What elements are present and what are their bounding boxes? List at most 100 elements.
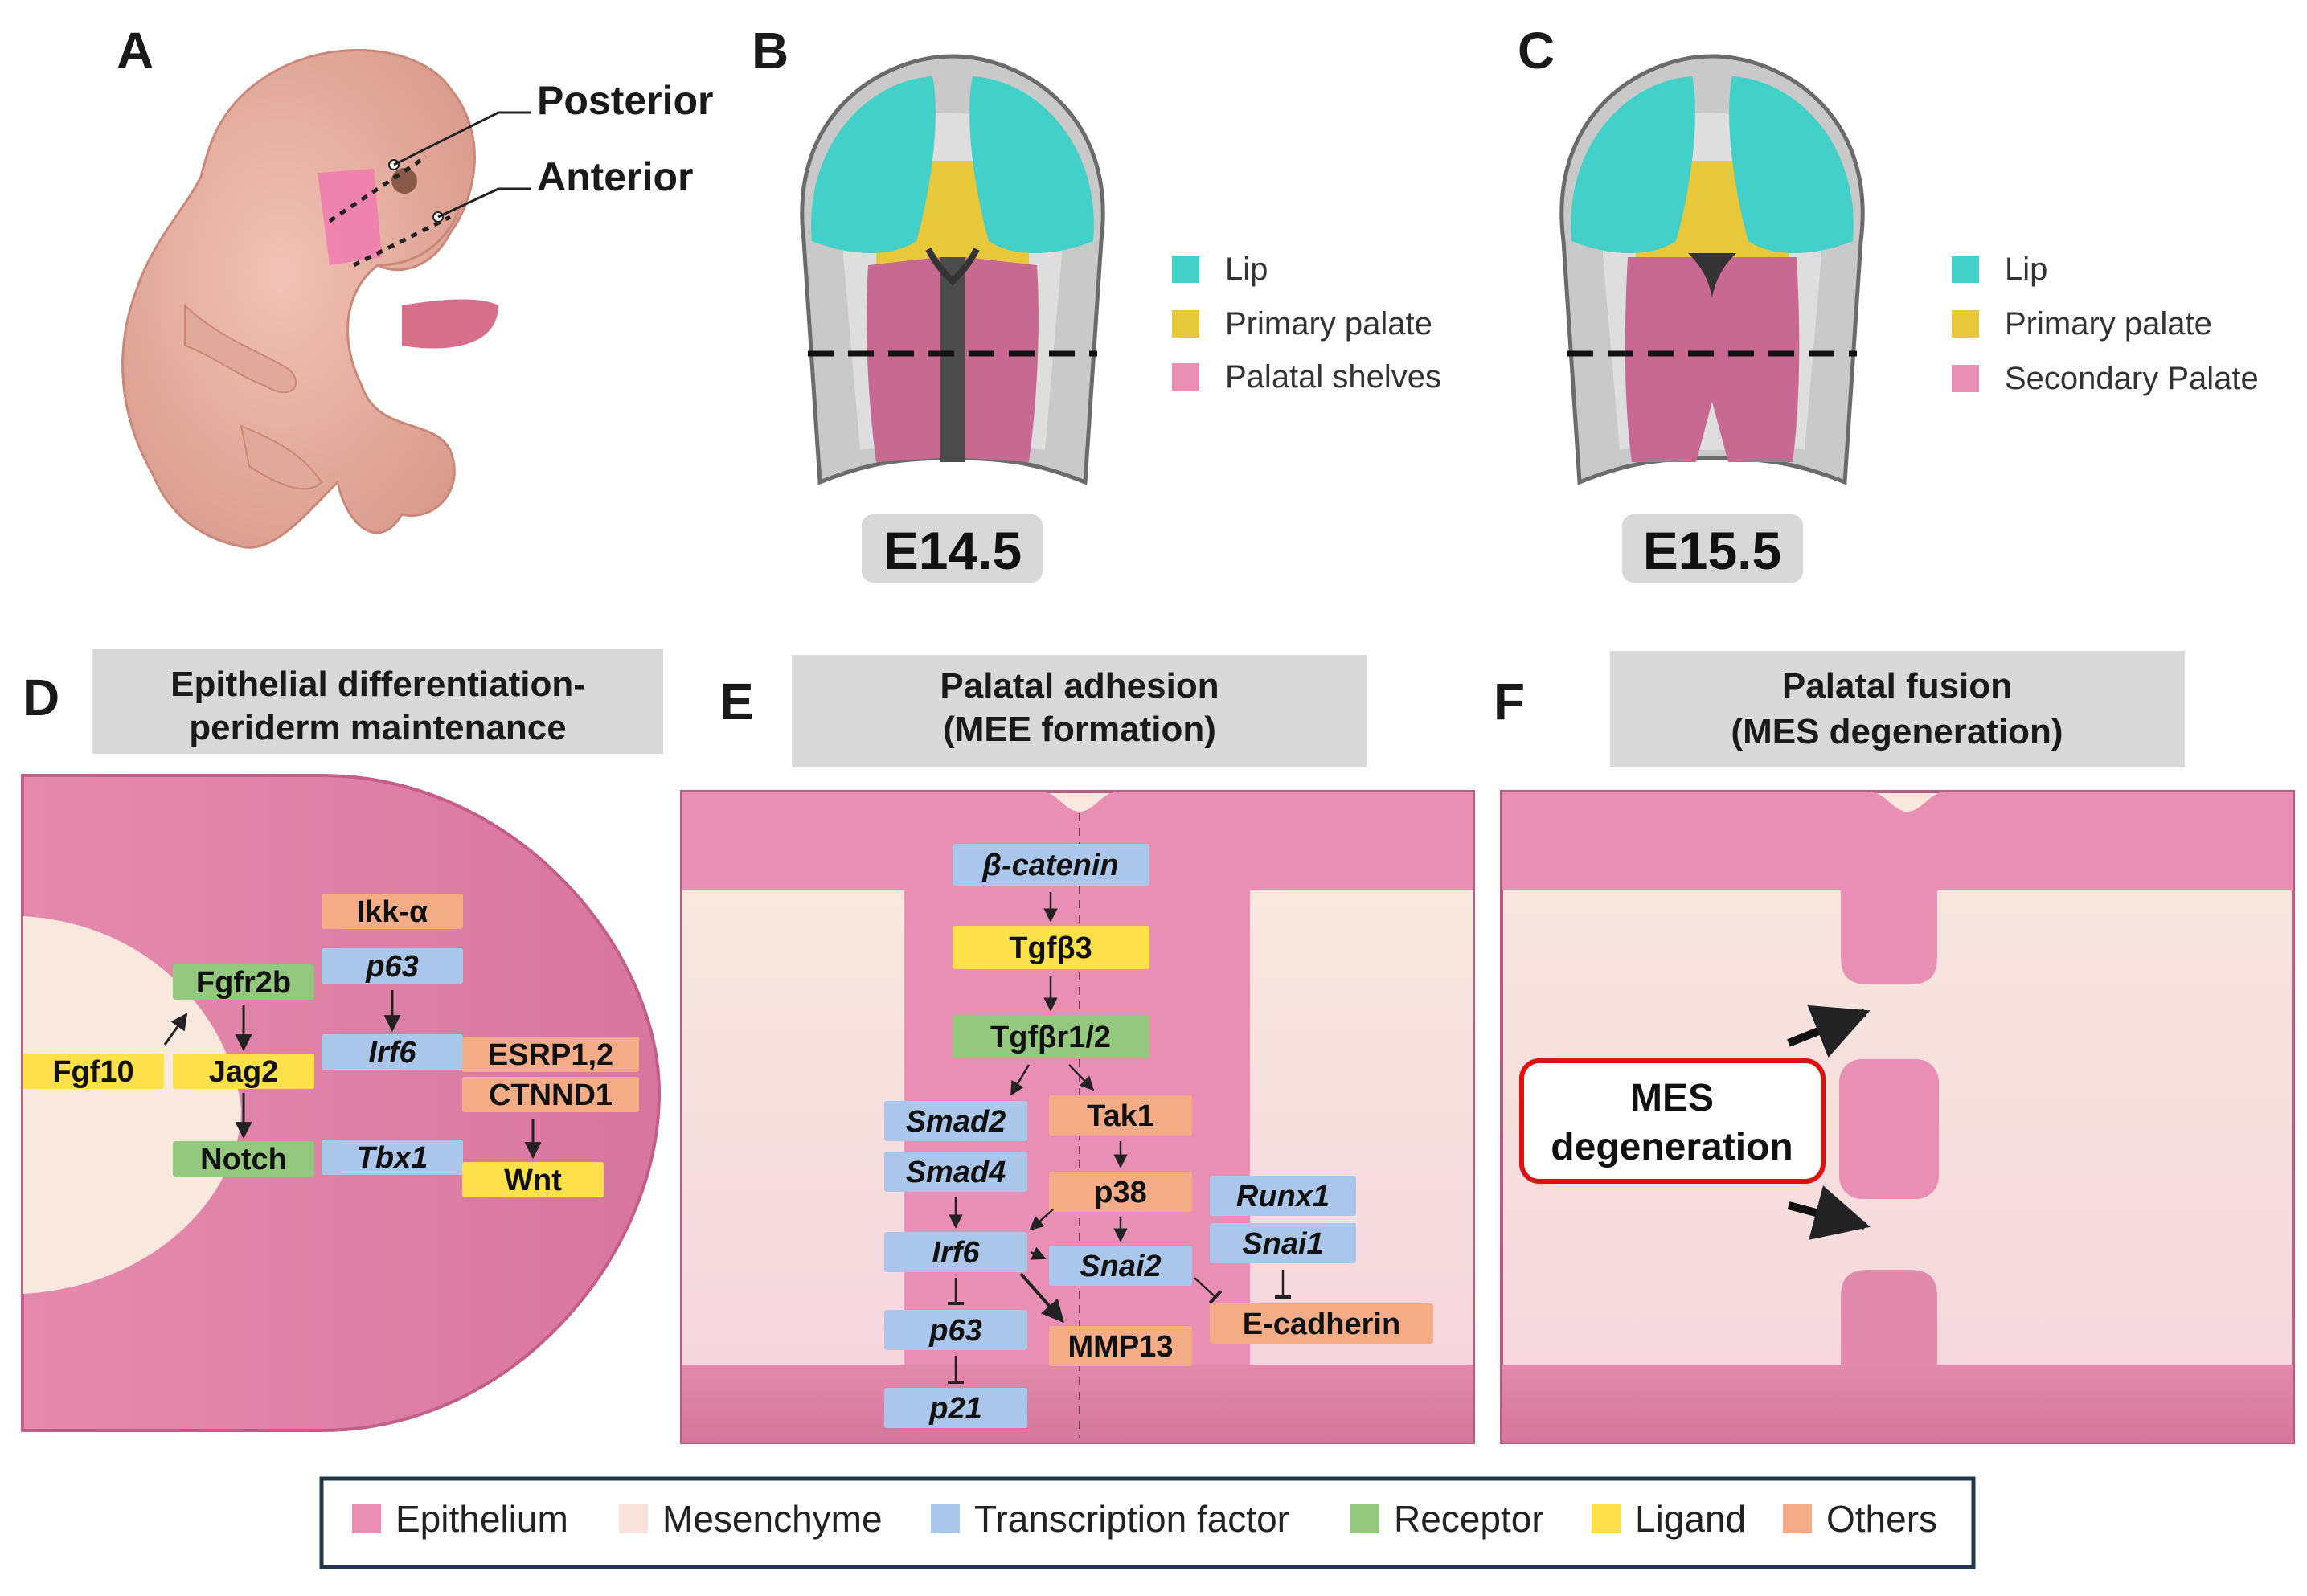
panel-a-label: A <box>117 22 154 80</box>
stage-label-e14-5: E14.5 <box>883 521 1022 580</box>
panel-c: C E15.5 Lip Primary palate Secondary Pal… <box>1518 22 2259 583</box>
legend-frame <box>319 1476 1976 1569</box>
legend-swatch-transcription-factor <box>931 1504 960 1533</box>
e-node-p63: p63 <box>928 1314 981 1348</box>
eye-icon <box>391 168 417 194</box>
legend-c-primary-palate: Primary palate <box>2005 306 2212 342</box>
panel-f-label: F <box>1494 673 1525 730</box>
stage-badge-e14-5 <box>862 514 1043 583</box>
legend-ligand: Ligand <box>1635 1498 1746 1540</box>
panel-f-title-line1: Palatal fusion <box>1782 666 2012 706</box>
d-node-wnt: Wnt <box>504 1164 562 1197</box>
lip-right <box>969 76 1094 253</box>
palate-diagram-e15-5 <box>1559 54 1865 485</box>
panel-a: A Posterior Anterior <box>117 22 714 549</box>
e-node-smad2: Smad2 <box>906 1105 1006 1139</box>
d-node-fgf10: Fgf10 <box>52 1055 133 1089</box>
panel-b-label: B <box>752 22 789 80</box>
legend-swatch-lip <box>1172 256 1199 283</box>
legend-swatch-receptor <box>1350 1504 1379 1533</box>
palatal-shelf-left <box>867 257 940 462</box>
color-legend: Epithelium Mesenchyme Transcription fact… <box>319 1476 1976 1569</box>
legend-others: Others <box>1826 1498 1937 1540</box>
palate-diagram-e14-5 <box>800 54 1105 485</box>
d-node-irf6: Irf6 <box>368 1036 416 1070</box>
mes-label-line2: degeneration <box>1551 1126 1793 1168</box>
e-node-tgfb3: Tgfβ3 <box>1009 931 1092 965</box>
e-node-smad4: Smad4 <box>906 1156 1006 1189</box>
legend-receptor: Receptor <box>1394 1498 1544 1540</box>
e-node-runx1: Runx1 <box>1236 1180 1330 1213</box>
e-node-p21: p21 <box>928 1392 981 1426</box>
lip-left <box>811 76 936 253</box>
mes-label-line1: MES <box>1630 1077 1714 1119</box>
panel-d-title-box <box>92 649 663 754</box>
anterior-label: Anterior <box>537 154 693 199</box>
legend-swatch-others <box>1783 1504 1812 1533</box>
panel-d-label: D <box>23 669 59 726</box>
d-node-ctnnd1: CTNND1 <box>489 1078 613 1112</box>
legend-swatch-palatal-shelves <box>1172 363 1199 391</box>
panel-f-title-line2: (MES degeneration) <box>1731 712 2063 751</box>
e-node-snai1: Snai1 <box>1242 1227 1323 1261</box>
e-node-tgfbr: Tgfβr1/2 <box>990 1021 1111 1054</box>
posterior-label: Posterior <box>537 78 714 123</box>
palatal-shelf-mesenchyme <box>23 916 241 1294</box>
stage-label-e15-5: E15.5 <box>1643 521 1781 580</box>
lip-left-c <box>1571 76 1695 253</box>
e-node-bcatenin: β-catenin <box>981 849 1118 882</box>
legend-b-palatal-shelves: Palatal shelves <box>1225 359 1441 395</box>
e-node-snai2: Snai2 <box>1080 1250 1161 1283</box>
palatal-shelf-right <box>965 257 1039 462</box>
d-node-p63: p63 <box>365 950 418 984</box>
legend-b-primary-palate: Primary palate <box>1225 306 1432 342</box>
panel-d: D Epithelial differentiation- periderm m… <box>21 649 663 1432</box>
mes-degeneration-box <box>1519 1058 1826 1184</box>
e-node-mmp13: MMP13 <box>1068 1330 1174 1364</box>
e-node-tak1: Tak1 <box>1087 1099 1154 1133</box>
e-node-p38: p38 <box>1094 1176 1146 1209</box>
fusion-epithelium-bottom <box>1502 1365 2293 1443</box>
legend-c-secondary-palate: Secondary Palate <box>2005 361 2259 396</box>
legend-swatch-secondary-palate <box>1952 365 1979 392</box>
panel-e-title-line2: (MEE formation) <box>943 710 1216 749</box>
legend-mesenchyme: Mesenchyme <box>662 1498 883 1540</box>
panel-c-label: C <box>1518 22 1555 80</box>
d-node-fgfr2b: Fgfr2b <box>196 966 291 1000</box>
panel-e-title-box <box>792 655 1367 767</box>
d-node-esrp: ESRP1,2 <box>488 1038 613 1072</box>
d-node-notch: Notch <box>200 1143 287 1177</box>
e-node-irf6: Irf6 <box>932 1236 980 1270</box>
d-node-tbx1: Tbx1 <box>357 1141 428 1175</box>
umbilical-cord <box>402 299 498 349</box>
panel-f: F Palatal fusion (MES degeneration) MES … <box>1494 651 2295 1444</box>
legend-swatch-mesenchyme <box>619 1504 648 1533</box>
mes-arrow-down <box>1787 1185 1871 1240</box>
legend-epithelium: Epithelium <box>395 1498 568 1540</box>
secondary-palate-region <box>1625 257 1800 462</box>
legend-swatch-epithelium <box>352 1504 381 1533</box>
stage-badge-e15-5 <box>1622 514 1803 583</box>
embryo-illustration <box>121 49 498 549</box>
d-node-ikka: Ikk-α <box>357 895 428 929</box>
legend-transcription-factor: Transcription factor <box>974 1498 1289 1540</box>
panel-d-title-line2: periderm maintenance <box>189 708 567 747</box>
mes-remnant-island <box>1839 1059 1939 1199</box>
panel-e: E Palatal adhesion (MEE formation) β-cat… <box>680 655 1475 1444</box>
legend-c-lip: Lip <box>2005 252 2047 287</box>
palatal-shelf-epithelium <box>21 774 662 1432</box>
legend-swatch-ligand <box>1592 1504 1621 1533</box>
legend-swatch-primary-palate <box>1172 310 1199 338</box>
lip-right-c <box>1729 76 1854 253</box>
fusion-epithelium-top <box>1502 792 2293 890</box>
panel-d-title-line1: Epithelial differentiation- <box>170 665 585 704</box>
legend-swatch-lip-c <box>1952 256 1979 283</box>
d-node-jag2: Jag2 <box>209 1055 279 1089</box>
legend-swatch-primary-palate-c <box>1952 310 1979 338</box>
legend-b-lip: Lip <box>1225 252 1268 287</box>
panel-e-label: E <box>719 673 754 730</box>
e-node-ecadherin: E-cadherin <box>1243 1307 1400 1341</box>
panel-e-title-line1: Palatal adhesion <box>940 666 1219 706</box>
panel-b: B E14.5 Lip Primary palate Palatal shelv… <box>752 22 1441 583</box>
